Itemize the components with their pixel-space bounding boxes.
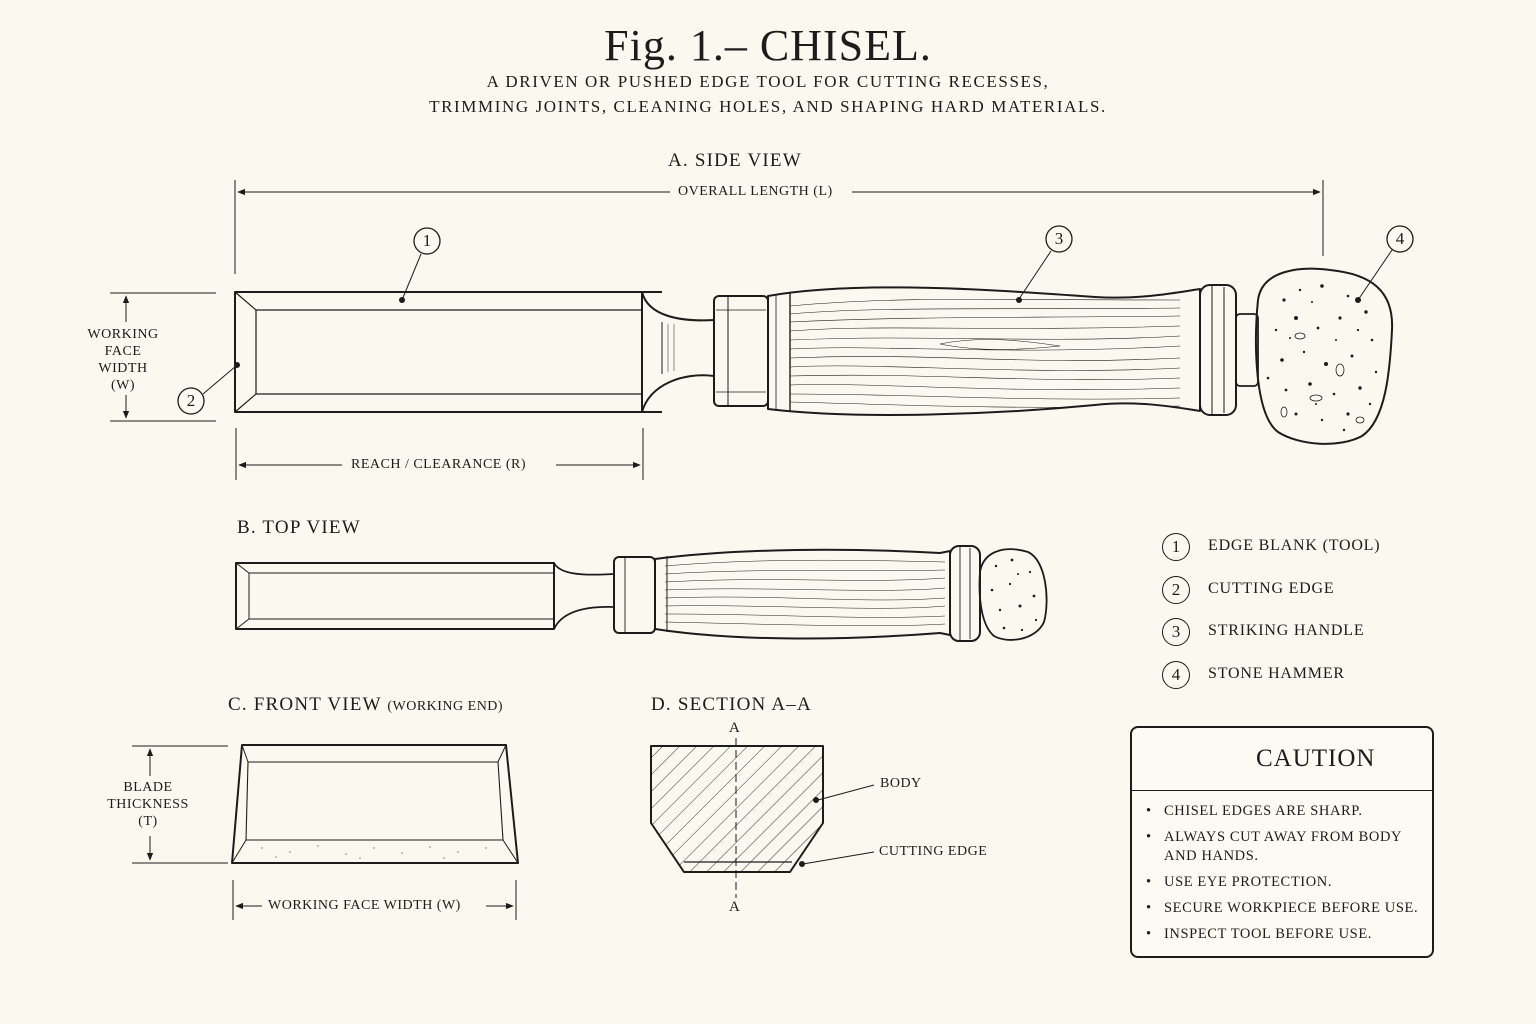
- legend-label: EDGE BLANK (TOOL): [1208, 537, 1381, 554]
- legend-label: STONE HAMMER: [1208, 665, 1345, 682]
- front-working-face-width-label: WORKING FACE WIDTH (W): [268, 898, 461, 913]
- legend-number: 1: [1162, 533, 1190, 561]
- callout-2: 2: [186, 391, 196, 410]
- side-view-ferrule: [713, 295, 769, 407]
- overall-length-label: OVERALL LENGTH (L): [678, 184, 833, 199]
- side-view-title: A. SIDE VIEW: [668, 150, 802, 171]
- side-view-stone-hammer: [1255, 267, 1394, 445]
- section-cut-label-top: A: [729, 720, 741, 736]
- section-cutting-edge-label: CUTTING EDGE: [879, 844, 988, 859]
- caution-item: INSPECT TOOL BEFORE USE.: [1146, 925, 1432, 944]
- caution-item: USE EYE PROTECTION.: [1146, 873, 1432, 892]
- caution-header: CAUTION: [1132, 728, 1432, 791]
- front-view-note: (WORKING END): [387, 699, 504, 714]
- callout-3: 3: [1054, 229, 1064, 248]
- legend-label: STRIKING HANDLE: [1208, 622, 1365, 639]
- front-view-title: C. FRONT VIEW (WORKING END): [228, 694, 504, 715]
- legend-number: 2: [1162, 576, 1190, 604]
- top-view-tool: [235, 545, 1048, 642]
- blade-thickness-label: BLADE THICKNESS (T): [107, 780, 189, 829]
- section-view-title: D. SECTION A–A: [651, 694, 812, 715]
- callout-4: 4: [1395, 229, 1405, 248]
- legend-label: CUTTING EDGE: [1208, 580, 1335, 597]
- section-a-a: [650, 738, 875, 898]
- working-face-width-label: WORKING FACE WIDTH (W): [87, 327, 159, 393]
- side-view-callouts: [177, 225, 1414, 415]
- legend-number: 4: [1162, 661, 1190, 689]
- callout-1: 1: [422, 231, 432, 250]
- caution-title: CAUTION: [1256, 745, 1376, 772]
- side-view-handle: [767, 284, 1259, 416]
- front-view-blade: [132, 744, 519, 920]
- reach-clearance-label: REACH / CLEARANCE (R): [351, 457, 526, 472]
- caution-item: CHISEL EDGES ARE SHARP.: [1146, 802, 1432, 821]
- section-cut-label-bottom: A: [729, 899, 741, 915]
- section-body-label: BODY: [880, 776, 922, 791]
- side-view-dimensions: [110, 180, 1324, 480]
- caution-list: CHISEL EDGES ARE SHARP. ALWAYS CUT AWAY …: [1146, 802, 1432, 951]
- figure-title: Fig. 1.– CHISEL.: [604, 21, 932, 70]
- side-view-blade: [234, 291, 715, 413]
- top-view-title: B. TOP VIEW: [237, 517, 361, 538]
- caution-box: CAUTION CHISEL EDGES ARE SHARP. ALWAYS C…: [1130, 726, 1434, 958]
- legend-number: 3: [1162, 618, 1190, 646]
- figure-subtitle-line-2: TRIMMING JOINTS, CLEANING HOLES, AND SHA…: [429, 97, 1107, 116]
- figure-subtitle-line-1: A DRIVEN OR PUSHED EDGE TOOL FOR CUTTING…: [486, 72, 1050, 91]
- caution-item: SECURE WORKPIECE BEFORE USE.: [1146, 899, 1432, 918]
- caution-item: ALWAYS CUT AWAY FROM BODY AND HANDS.: [1146, 828, 1432, 866]
